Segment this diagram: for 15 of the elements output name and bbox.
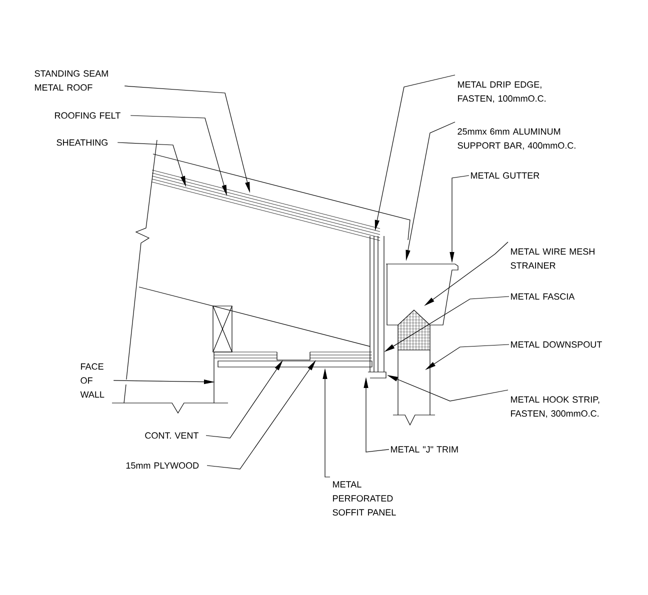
callout-label: METAL DRIP EDGE, FASTEN, 100mmO.C. (458, 81, 546, 103)
callout-label: METAL WIRE MESH STRAINER (510, 248, 594, 269)
callout-label: METAL FASCIA (511, 293, 575, 300)
callout-label: METAL DOWNSPOUT (511, 341, 602, 348)
callout-label: METAL PERFORATED SOFFIT PANEL (332, 481, 396, 516)
callout-label: 25mmx 6mm ALUMINUM SUPPORT BAR, 400mmO.C. (458, 128, 576, 150)
callout-label: SHEATHING (56, 139, 108, 146)
callout-label: CONT. VENT (145, 432, 198, 439)
callout-label: FACE OF WALL (80, 363, 104, 398)
callout-label: METAL GUTTER (471, 172, 540, 179)
callout-label: 15mm PLYWOOD (126, 462, 199, 469)
callout-label: METAL "J" TRIM (391, 446, 458, 453)
callout-label: STANDING SEAM METAL ROOF (34, 70, 108, 91)
callout-label: METAL HOOK STRIP, FASTEN, 300mmO.C. (511, 396, 600, 418)
callout-label: ROOFING FELT (55, 112, 120, 119)
